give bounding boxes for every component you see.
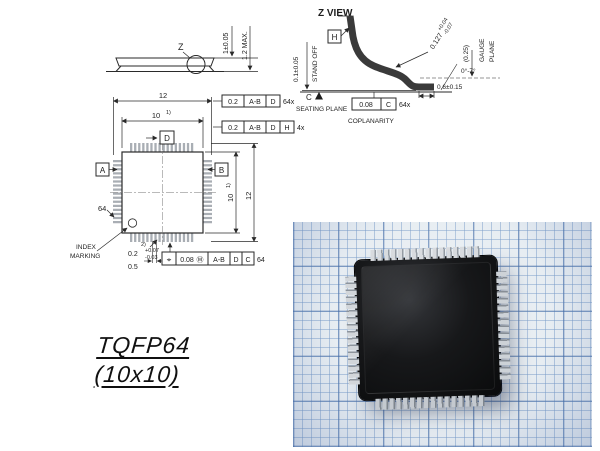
chip-leads-right: [496, 271, 511, 380]
pin-64-label: 64: [98, 204, 106, 213]
package-photo: [293, 222, 592, 447]
lead-width-note: 2): [141, 242, 146, 248]
side-dim-lines: [214, 26, 258, 72]
frame1-count: 64x: [283, 99, 295, 106]
lead-width-minus: -0.03: [145, 255, 158, 261]
coplanarity-label: COPLANARITY: [348, 118, 395, 125]
center-lines: [110, 142, 216, 245]
gull-wing-lead: [346, 15, 434, 91]
dim-note-1b: 1): [226, 183, 232, 188]
datum-d-box: [159, 130, 175, 145]
dim-height-body: 10: [226, 194, 235, 202]
frame1-tol: 0.2: [228, 99, 238, 106]
foot-length-label: 0.6±0.15: [437, 84, 463, 91]
profile-frame-4x: 0.2 A-B D H 4x: [213, 120, 305, 134]
dim-height-overall-lines: [211, 143, 258, 242]
lead-thickness-dim: 0.127 +0.04 -0.07: [429, 17, 455, 51]
dim-height-body-lines: [205, 151, 240, 234]
standoff-dim-label: 0.1±0.05: [293, 56, 300, 82]
standoff-dim: [302, 42, 416, 91]
chip-leads-top: [370, 246, 481, 261]
profile-frame-64x: 0.2 A-B D 64x: [213, 94, 295, 108]
seating-plane-label: SEATING PLANE: [296, 106, 348, 113]
coplanarity-frame: 0.08 C 64x COPLANARITY: [348, 92, 411, 125]
coplanarity-tol: 0.08: [359, 102, 373, 109]
foot-length-dim: [418, 91, 435, 99]
position-datum2: D: [233, 257, 238, 264]
side-view-body: [115, 57, 215, 67]
detail-z-label: Z: [178, 42, 184, 52]
frame1-datum2: D: [270, 99, 275, 106]
frame1-datum1: A-B: [249, 99, 261, 106]
lead-pitch-value: 0.5: [128, 264, 138, 271]
lead-width-value: 0.2: [128, 251, 138, 258]
dim-width-overall-lines: [113, 97, 212, 155]
z-view: Z VIEW H C SEATING PLANE 0.08 C 64x COPL…: [293, 8, 500, 125]
coplanarity-count: 64x: [399, 102, 411, 109]
datum-h-box: [327, 29, 342, 44]
dim-width-body-lines: [121, 117, 204, 148]
position-modifier: Ⓜ: [197, 256, 204, 264]
title-block: TQFP64 (10x10): [93, 331, 192, 389]
lead-pitch-lines: [144, 242, 165, 264]
position-symbol: ⌖: [167, 256, 172, 265]
chip-top-face: [360, 261, 496, 395]
index-marking-line2: MARKING: [70, 253, 100, 260]
dim-height-overall: 12: [244, 192, 253, 200]
chip-leads-left: [345, 276, 360, 385]
gauge-dim-label: (0.25): [463, 45, 470, 62]
chip-photo: [345, 246, 511, 410]
top-view: 12 10 1) D A B 10 1): [70, 91, 305, 271]
lead-width-plus: +0.07: [145, 248, 159, 254]
datum-a-label: A: [100, 166, 106, 175]
frame2-tol: 0.2: [228, 125, 238, 132]
side-view: Z 1±0.05 1.2 MAX.: [106, 26, 258, 74]
chip-leads-bottom: [375, 395, 486, 410]
frame2-count: 4x: [297, 125, 305, 132]
dim-width-overall: 12: [159, 91, 167, 100]
datum-c-triangle: [315, 92, 323, 100]
index-marking-line1: INDEX: [76, 244, 97, 251]
datum-d-label: D: [164, 134, 170, 143]
package-name: TQFP64: [96, 332, 192, 358]
frame2-datum2: D: [270, 125, 275, 132]
side-dim-thickness: 1±0.05: [223, 33, 230, 54]
frame2-datum3: H: [284, 125, 289, 132]
lead-thickness-minus: -0.07: [443, 22, 455, 36]
dim-note-1: 1): [166, 110, 171, 116]
position-datum3: C: [245, 257, 250, 264]
index-marking-circle: [127, 218, 138, 228]
position-frame: ⌖ 0.08 Ⓜ A-B D C 64: [161, 242, 265, 266]
dim-width-body: 10: [152, 111, 160, 120]
position-tol: 0.08: [180, 257, 194, 264]
datum-h-label: H: [332, 33, 338, 42]
frame2-datum1: A-B: [249, 125, 261, 132]
gauge-word-1: GAUGE: [479, 38, 486, 62]
standoff-text: STAND OFF: [312, 46, 319, 82]
datum-b-label: B: [219, 166, 224, 175]
lead-thickness-value: 0.127: [429, 32, 444, 51]
gauge-word-2: PLANE: [489, 40, 496, 62]
seating-datum-label: C: [306, 93, 312, 102]
package-size: (10x10): [93, 361, 181, 387]
coplanarity-datum: C: [386, 102, 391, 109]
position-count: 64: [257, 257, 265, 264]
position-datum1: A-B: [213, 257, 225, 264]
foot-angle-label: 0°-7°: [461, 67, 476, 75]
side-dim-max: 1.2 MAX.: [242, 31, 249, 60]
detail-z-circle: [186, 55, 206, 74]
z-view-title: Z VIEW: [318, 8, 353, 19]
